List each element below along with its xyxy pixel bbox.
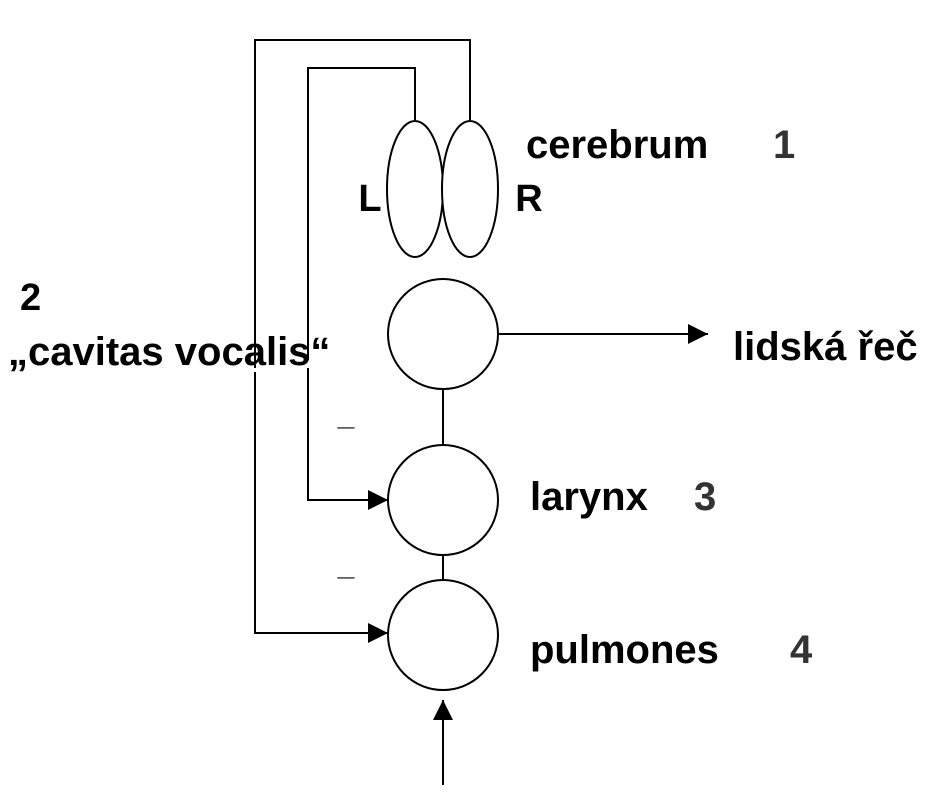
larynx-number: 3: [694, 475, 716, 519]
cerebrum-number: 1: [773, 123, 795, 167]
feedback-arrow-to-pulmones: [254, 372, 388, 643]
pulmones-label: pulmones: [530, 628, 719, 672]
pulmones-number: 4: [790, 628, 813, 672]
cavitas-number: 2: [20, 277, 41, 319]
pulmones-circle: [387, 579, 499, 691]
cavitas-label: „cavitas vocalis“: [8, 330, 330, 374]
larynx-circle: [387, 444, 499, 556]
feedback-arrow-to-larynx: [307, 368, 388, 510]
cerebrum-label: cerebrum: [526, 123, 708, 167]
feedback-line-to-pulmones: [254, 39, 471, 368]
cavitas-vocalis-circle: [387, 278, 499, 390]
right-hemisphere: [441, 120, 499, 258]
feedback-mark-larynx: _: [337, 399, 355, 432]
right-hemisphere-label: R: [515, 178, 542, 220]
left-hemisphere-label: L: [358, 178, 381, 220]
feedback-mark-pulmones: _: [337, 549, 355, 582]
larynx-label: larynx: [530, 475, 648, 519]
feedback-line-to-larynx: [307, 67, 416, 360]
speech-output-label: lidská řeč: [733, 325, 918, 369]
left-hemisphere: [386, 120, 444, 258]
